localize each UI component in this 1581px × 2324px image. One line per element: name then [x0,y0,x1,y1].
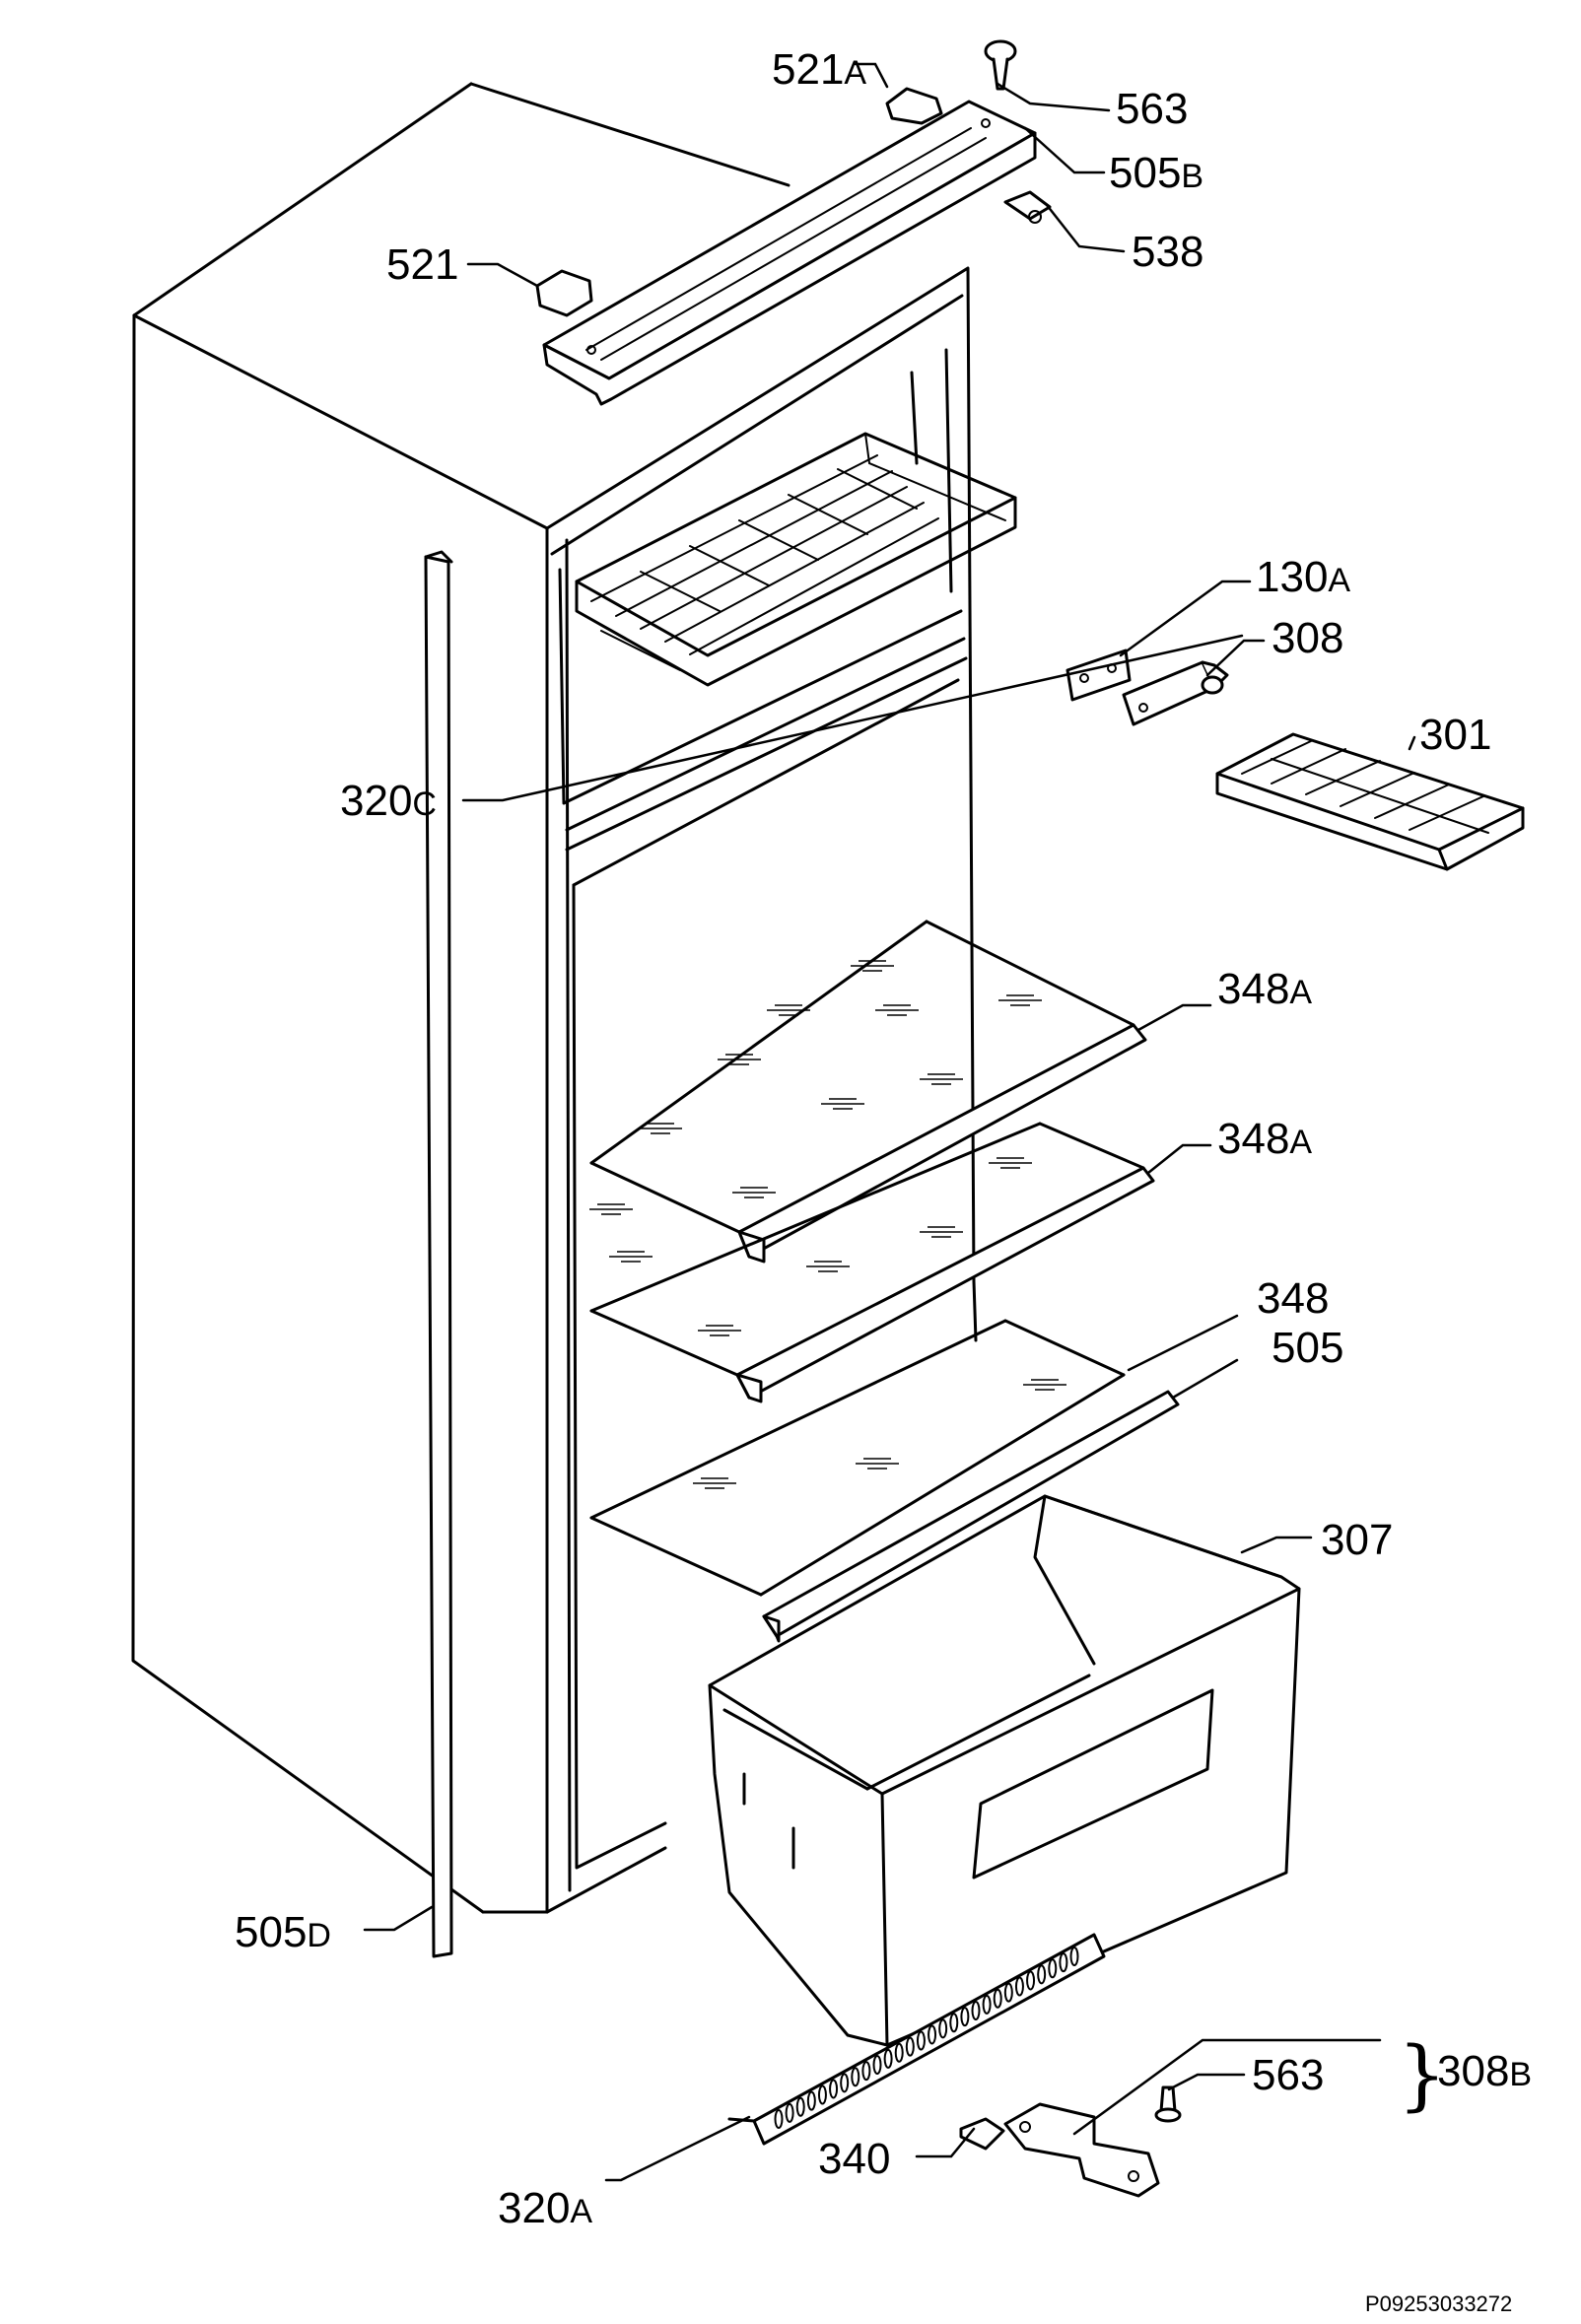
label-505: 505 [1272,1324,1343,1372]
glass-hatching [589,960,1066,1489]
label-505d: 505D [235,1908,331,1956]
crisper-drawer [708,1494,1301,2047]
ice-cube-tray [1215,732,1525,871]
label-301: 301 [1419,711,1491,759]
hinge-cap-521 [535,269,593,317]
glass-shelf-middle [589,1122,1155,1403]
label-308: 308 [1272,614,1343,662]
label-348: 348 [1257,1274,1329,1323]
top-hinge-rail [542,100,1037,406]
screw-563-top [984,39,1017,91]
hinge-pin-538 [1003,190,1052,224]
label-538: 538 [1132,228,1203,276]
label-130a: 130A [1256,553,1350,601]
screw-563-bottom [1154,2085,1182,2123]
spacer-block-340 [959,2117,1005,2151]
label-307: 307 [1321,1516,1393,1564]
label-308b: 308B [1437,2047,1532,2095]
leader-lines [363,62,1416,2182]
label-505b: 505B [1109,149,1203,197]
ventilation-grille [727,1933,1106,2146]
label-563-bottom: 563 [1252,2051,1324,2099]
shelf-retainer-strip [762,1390,1180,1643]
label-348a-upper: 348A [1217,965,1312,1013]
lower-hinge-308b [1003,2102,1160,2198]
label-563-top: 563 [1116,85,1188,133]
brace-308b: } [1398,2031,1447,2120]
label-521: 521 [386,240,458,289]
drawing-code: P09253033272 [1365,2291,1512,2316]
label-320a: 320A [498,2184,592,2232]
hinge-bracket-308 [1122,660,1229,726]
label-521a: 521A [772,45,866,94]
glass-shelf-upper [589,920,1147,1264]
bracket-130a [1065,649,1132,702]
hinge-cap-521a [885,87,943,125]
glass-shelf-lower [589,1319,1126,1597]
part-labels: 521A 563 505B 538 521 130A 308 301 320C … [235,45,1532,2316]
label-320c: 320C [340,777,437,825]
label-340: 340 [818,2135,890,2183]
freezer-wire-shelf [575,432,1017,687]
label-348a-middle: 348A [1217,1115,1312,1163]
door-gasket-strip [424,550,453,1958]
